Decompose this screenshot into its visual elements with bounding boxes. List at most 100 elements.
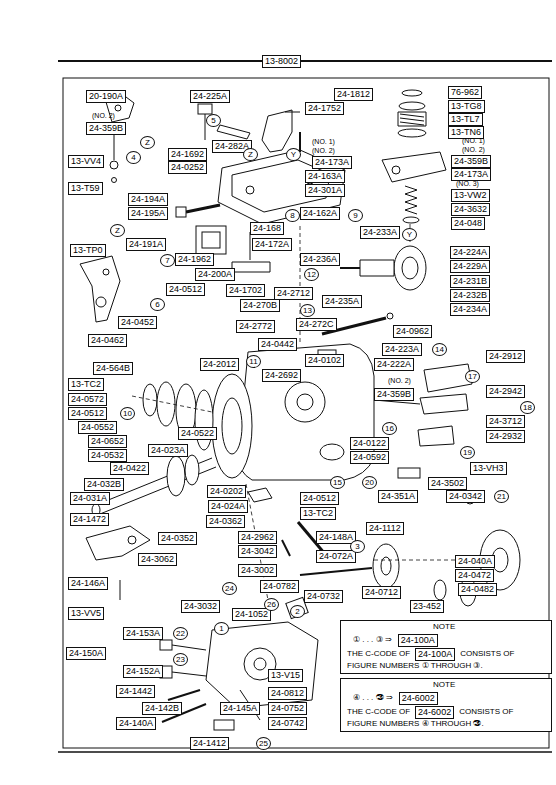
part-code: 24-231B bbox=[453, 276, 487, 287]
part-code: 24-2772 bbox=[239, 321, 272, 332]
part-code: 24-1442 bbox=[119, 686, 152, 697]
part-code: 24-1812 bbox=[337, 89, 370, 100]
part-number-box: 24-152A bbox=[123, 665, 163, 678]
part-number-box: 24-0712 bbox=[362, 586, 401, 599]
position-note: (NO. 3) bbox=[456, 180, 479, 188]
part-number-box: 24-359B bbox=[86, 122, 126, 135]
part-number-box: 13-V15 bbox=[268, 669, 303, 682]
part-outline bbox=[115, 105, 121, 111]
part-code: 24-222A bbox=[377, 359, 411, 370]
part-outline bbox=[186, 205, 220, 212]
part-code: 24-3632 bbox=[454, 204, 487, 215]
part-number-box: 24-236A bbox=[300, 253, 340, 266]
part-number-box: 24-0522 bbox=[178, 427, 217, 440]
part-code: FIGURE NUMBERS ④ THROUGH ㉖. bbox=[347, 719, 484, 729]
callout-number: Z bbox=[110, 224, 125, 237]
part-number-box: 24-0452 bbox=[118, 316, 157, 329]
part-code: 24-0102 bbox=[308, 355, 341, 366]
part-number-box: 24-0482 bbox=[458, 583, 497, 596]
part-code: 24-1702 bbox=[229, 285, 262, 296]
part-code: 24-195A bbox=[131, 208, 165, 219]
part-outline bbox=[403, 217, 419, 223]
part-code: 24-048 bbox=[454, 218, 482, 229]
part-code: 24-0782 bbox=[263, 581, 296, 592]
part-code: 24-1052 bbox=[235, 609, 268, 620]
callout-number: Y bbox=[286, 148, 301, 161]
part-number-box: 76-962 bbox=[448, 86, 482, 99]
part-number-box: 24-2772 bbox=[236, 320, 275, 333]
part-outline bbox=[398, 112, 426, 126]
part-code: 24-0512 bbox=[303, 493, 336, 504]
part-code: 24-2932 bbox=[489, 431, 522, 442]
part-code: 24-3062 bbox=[141, 554, 174, 565]
part-code: 24-0752 bbox=[271, 703, 304, 714]
part-code: 24-1692 bbox=[171, 149, 204, 160]
part-code: 24-0342 bbox=[449, 491, 482, 502]
part-outline bbox=[262, 110, 292, 152]
part-code: 13-TL7 bbox=[451, 114, 480, 125]
part-outline bbox=[392, 166, 400, 174]
part-code: 24-351A bbox=[381, 491, 415, 502]
part-outline bbox=[110, 161, 118, 169]
part-number-box: 24-1412 bbox=[190, 737, 229, 750]
part-code: 24-6002 bbox=[402, 693, 435, 704]
part-number-box: 24-1442 bbox=[116, 685, 155, 698]
part-outline bbox=[172, 672, 206, 676]
part-code: CONSISTS OF bbox=[459, 707, 513, 717]
part-number-box: 24-0342 bbox=[446, 490, 485, 503]
part-number-box: 24-2912 bbox=[486, 350, 525, 363]
part-code: 24-200A bbox=[198, 269, 232, 280]
part-number-box: 24-1692 bbox=[168, 148, 207, 161]
part-code: 24-2712 bbox=[277, 288, 310, 299]
part-code: 24-0462 bbox=[91, 335, 124, 346]
part-code: ① . . . ③ ⇒ bbox=[353, 635, 392, 645]
part-code: 24-235A bbox=[325, 296, 359, 307]
part-code: 24-040A bbox=[458, 556, 492, 567]
part-code: 24-3032 bbox=[184, 601, 217, 612]
part-outline bbox=[172, 645, 206, 650]
part-number-box: 24-150A bbox=[66, 647, 106, 660]
callout-number: 23 bbox=[173, 653, 188, 666]
part-code: 24-0732 bbox=[307, 591, 340, 602]
part-code: 24-140A bbox=[119, 718, 153, 729]
part-number-box: 24-0572 bbox=[68, 393, 107, 406]
part-outline bbox=[398, 129, 426, 137]
part-code: 24-148A bbox=[319, 532, 353, 543]
part-code: 24-0422 bbox=[113, 463, 146, 474]
callout-number: 11 bbox=[246, 355, 261, 368]
part-outline bbox=[340, 267, 360, 269]
part-code: 13-T59 bbox=[71, 183, 100, 194]
part-code: 24-0742 bbox=[271, 718, 304, 729]
part-code: 24-229A bbox=[453, 261, 487, 272]
part-outline bbox=[285, 382, 325, 422]
callout-number: 2 bbox=[290, 605, 305, 618]
part-number-box: 24-023A bbox=[148, 444, 188, 457]
part-number-box: 24-231B bbox=[450, 275, 490, 288]
part-number-box: 24-0752 bbox=[268, 702, 307, 715]
part-code: 24-1752 bbox=[308, 103, 341, 114]
part-code: 24-0812 bbox=[271, 688, 304, 699]
part-number-box: 24-031A bbox=[70, 492, 110, 505]
part-outline bbox=[120, 580, 121, 600]
part-number-box: 24-1752 bbox=[305, 102, 344, 115]
part-number-box: 24-2932 bbox=[486, 430, 525, 443]
part-outline bbox=[402, 90, 422, 96]
part-outline bbox=[387, 313, 393, 319]
position-note: (NO. 2) bbox=[312, 147, 335, 155]
part-outline bbox=[202, 232, 220, 248]
callout-number: 22 bbox=[173, 627, 188, 640]
part-code: 13-VV4 bbox=[71, 156, 101, 167]
part-outline bbox=[112, 178, 117, 183]
part-number-box: 24-225A bbox=[190, 90, 230, 103]
part-code: 24-152A bbox=[126, 666, 160, 677]
part-number-box: 24-100A bbox=[398, 634, 438, 647]
part-outline bbox=[132, 396, 212, 412]
part-code: ④ . . . ㉖ ⇒ bbox=[353, 693, 393, 703]
part-code: 24-301A bbox=[308, 185, 342, 196]
part-code: 24-1472 bbox=[73, 514, 106, 525]
callout-number: 9 bbox=[348, 209, 363, 222]
part-code: 24-032B bbox=[87, 479, 121, 490]
part-code: 24-100A bbox=[401, 635, 435, 646]
part-code: 24-168 bbox=[253, 223, 281, 234]
part-code: 24-0442 bbox=[261, 339, 294, 350]
